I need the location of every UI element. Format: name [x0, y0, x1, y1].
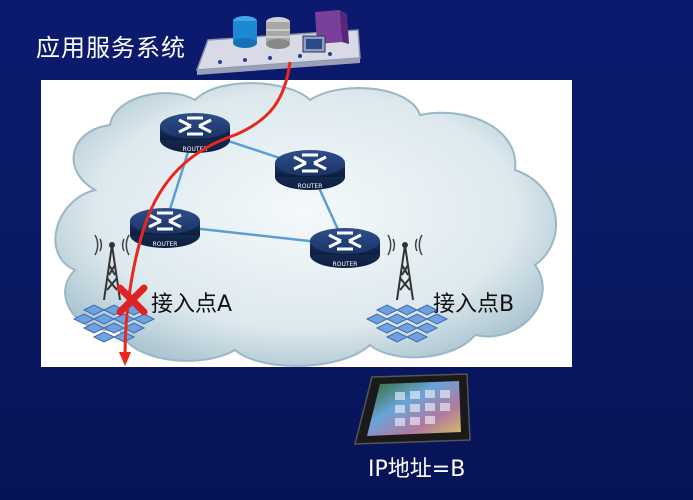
- router-label: ROUTER: [298, 183, 323, 190]
- router-icon: ROUTER: [275, 150, 345, 190]
- cell-tower-icon: [72, 234, 156, 343]
- router-icon: ROUTER: [310, 228, 380, 268]
- arrow-down-icon: [119, 352, 131, 366]
- access-point-b-label: 接入点B: [433, 292, 515, 317]
- server-platform-icon: [195, 10, 361, 75]
- cell-tower-icon: [365, 234, 449, 343]
- device-ip-label: IP地址=B: [368, 457, 466, 482]
- tablet-icon: [354, 373, 471, 445]
- cross-mark-icon: [116, 284, 148, 316]
- router-label: ROUTER: [333, 261, 358, 268]
- router-label: ROUTER: [153, 241, 178, 248]
- router-label: ROUTER: [183, 146, 208, 153]
- access-point-a-label: 接入点A: [151, 292, 233, 317]
- page-title: 应用服务系统: [36, 34, 186, 62]
- router-icon: ROUTER: [160, 113, 230, 153]
